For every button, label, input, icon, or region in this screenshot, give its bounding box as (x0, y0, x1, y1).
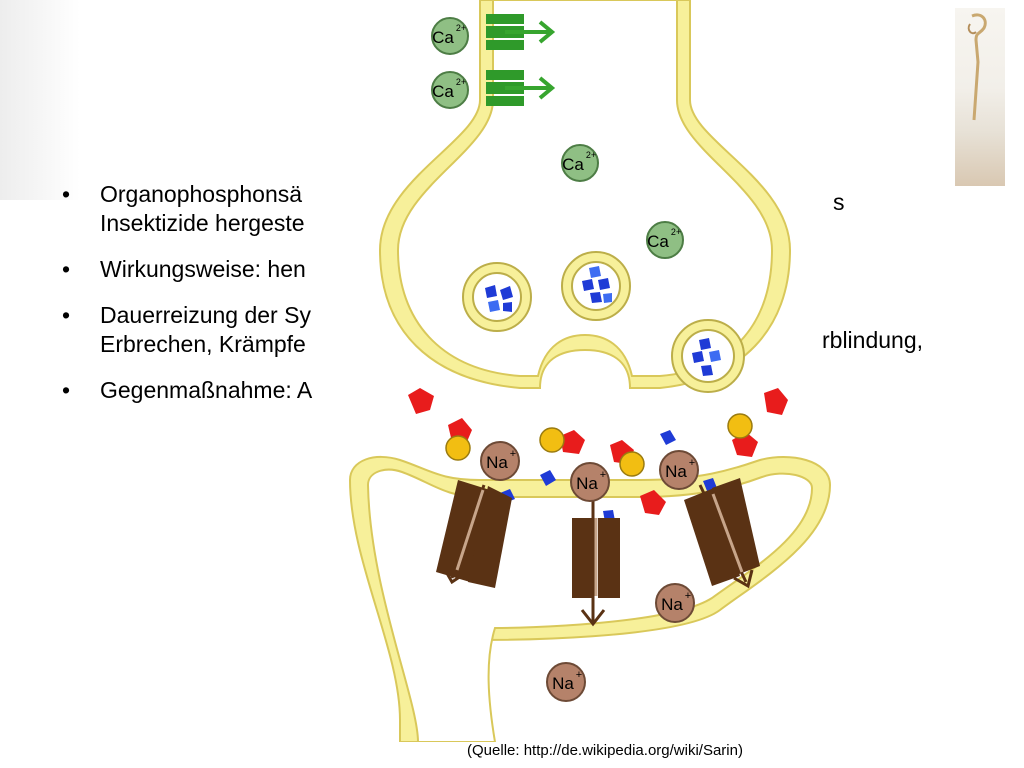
bullet-item: • Dauerreizung der Sy Erbrechen, Krämpfe (62, 301, 962, 359)
sarin-photo (955, 8, 1005, 186)
svg-text:+: + (689, 457, 695, 469)
sodium-ion: Na + (570, 462, 610, 502)
sodium-ion: Na + (480, 441, 520, 481)
svg-text:Ca: Ca (432, 28, 454, 47)
calcium-ion: Ca 2+ (561, 144, 599, 182)
text-fragment-right: s (833, 189, 845, 215)
sodium-channel (684, 478, 760, 589)
sodium-ion: Na + (655, 583, 695, 623)
synaptic-vesicle (671, 319, 745, 393)
enzyme-molecule (445, 413, 753, 477)
svg-text:Na: Na (486, 453, 508, 472)
calcium-ion: Ca 2+ (431, 17, 469, 55)
bullet-line: Wirkungsweise: hen (100, 256, 306, 282)
bullet-dot: • (62, 377, 71, 403)
svg-text:Ca: Ca (647, 232, 669, 251)
photo-flame-icon (967, 13, 987, 121)
calcium-channel (486, 14, 556, 50)
svg-text:Ca: Ca (562, 155, 584, 174)
calcium-ion: Ca 2+ (431, 71, 469, 109)
svg-text:2+: 2+ (586, 150, 596, 160)
bullet-line: Dauerreizung der Sy (100, 302, 311, 328)
synaptic-vesicle (561, 251, 631, 321)
bullet-line: Organophosphonsä (100, 181, 303, 207)
bullet-list: • Organophosphonsä Insektizide hergeste … (62, 180, 962, 422)
text-fragment-right: rblindung, (822, 327, 924, 353)
source-citation: (Quelle: http://de.wikipedia.org/wiki/Sa… (467, 742, 743, 759)
neurotransmitter-molecule (500, 430, 717, 522)
calcium-channel (486, 70, 556, 106)
synapse-diagram: Ca 2+ Ca 2+ Ca 2+ Ca 2+ (348, 0, 832, 742)
background-gradient (0, 0, 80, 200)
svg-text:Na: Na (576, 474, 598, 493)
svg-text:+: + (600, 469, 606, 481)
sodium-ion: Na + (546, 662, 586, 702)
svg-text:2+: 2+ (456, 77, 466, 87)
svg-text:+: + (510, 448, 516, 460)
svg-text:Ca: Ca (432, 82, 454, 101)
bullet-dot: • (62, 256, 71, 282)
calcium-ion: Ca 2+ (646, 221, 684, 259)
bullet-item: • Organophosphonsä Insektizide hergeste (62, 180, 962, 238)
bullet-item: • Wirkungsweise: hen (62, 255, 962, 284)
bullet-line: Insektizide hergeste (100, 210, 305, 236)
bullet-line: Erbrechen, Krämpfe (100, 331, 306, 357)
svg-text:2+: 2+ (671, 227, 681, 237)
svg-text:2+: 2+ (456, 23, 466, 33)
presynaptic-cytoplasm (396, 0, 774, 377)
synaptic-vesicle (462, 262, 532, 332)
bullet-dot: • (62, 302, 71, 328)
svg-text:Na: Na (552, 674, 574, 693)
sodium-channel (436, 480, 512, 588)
bullet-line: Gegenmaßnahme: A (100, 377, 313, 403)
svg-text:+: + (576, 669, 582, 681)
bullet-item: • Gegenmaßnahme: A (62, 376, 962, 405)
svg-text:Na: Na (661, 595, 683, 614)
svg-text:Na: Na (665, 462, 687, 481)
sodium-ion: Na + (659, 450, 699, 490)
svg-text:+: + (685, 590, 691, 602)
bullet-dot: • (62, 181, 71, 207)
sodium-channel (572, 500, 620, 627)
